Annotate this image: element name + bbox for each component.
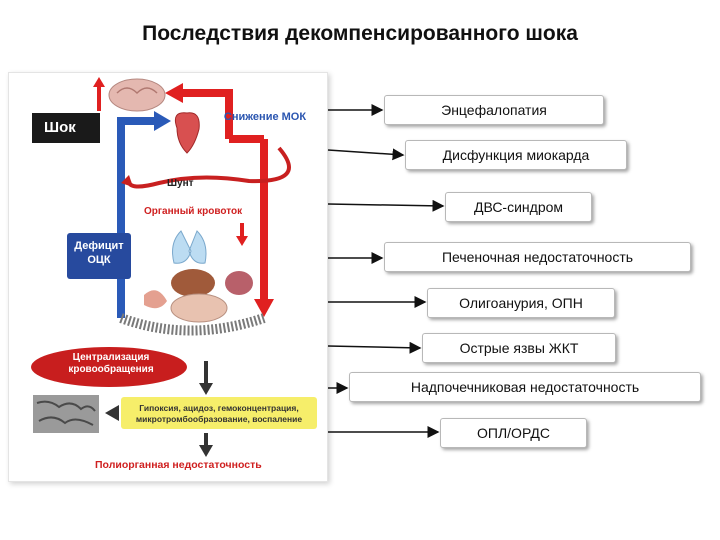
- circulation-diagram: [31, 77, 317, 457]
- multiorgan-label: Полиорганная недостаточность: [95, 459, 262, 471]
- consequence-hepatic-failure: Печеночная недостаточность: [384, 242, 691, 272]
- consequence-adrenal-insufficiency: Надпочечниковая недостаточность: [349, 372, 701, 402]
- kidney-icon: [225, 271, 253, 295]
- arrow-myocardial: [327, 148, 405, 161]
- brain-flow-arrowhead: [165, 83, 183, 103]
- organ-flow-label: Органный кровоток: [144, 206, 243, 217]
- brain-icon: [108, 78, 166, 112]
- consequence-gi-ulcers: Острые язвы ЖКТ: [422, 333, 616, 363]
- effects-label: Гипоксия, ацидоз, гемоконцентрация, микр…: [135, 403, 303, 424]
- centralization-label: Централизация кровообращения: [68, 352, 154, 375]
- shock-label: Шок: [32, 113, 100, 143]
- consequence-ards: ОПЛ/ОРДС: [440, 418, 587, 448]
- page-title: Последствия декомпенсированного шока: [142, 22, 578, 45]
- shunt-arrow: [127, 146, 291, 189]
- consequence-myocardial-dysfunction: Дисфункция миокарда: [405, 140, 627, 170]
- effects-box: [121, 397, 317, 429]
- capillary-bed: [119, 313, 266, 336]
- centralization-ellipse: [31, 347, 187, 387]
- venous-return-arrowhead: [154, 111, 171, 131]
- consequence-dic-syndrome: ДВС-синдром: [445, 192, 592, 222]
- arrow-dic: [327, 199, 445, 212]
- arrow-ulcers: [327, 341, 422, 354]
- liver-icon: [171, 269, 215, 297]
- deficit-label: Дефицит ОЦК: [67, 233, 131, 279]
- intestines-icon: [170, 293, 228, 323]
- shock-diagram-panel: Шок Снижение МОК Шунт Органный кровоток …: [8, 72, 328, 482]
- pancreas-icon: [144, 290, 167, 309]
- shunt-label: Шунт: [167, 178, 194, 189]
- brain-flow-arrow: [181, 89, 233, 139]
- consequence-encephalopathy: Энцефалопатия: [384, 95, 604, 125]
- consequence-oliguria: Олигоанурия, ОПН: [427, 288, 615, 318]
- lungs-icon: [172, 230, 207, 264]
- arterial-flow-arrowhead: [254, 299, 274, 317]
- heart-icon: [174, 112, 200, 154]
- mok-label: Снижение МОК: [223, 111, 307, 123]
- effects-left-arrow: [105, 405, 119, 421]
